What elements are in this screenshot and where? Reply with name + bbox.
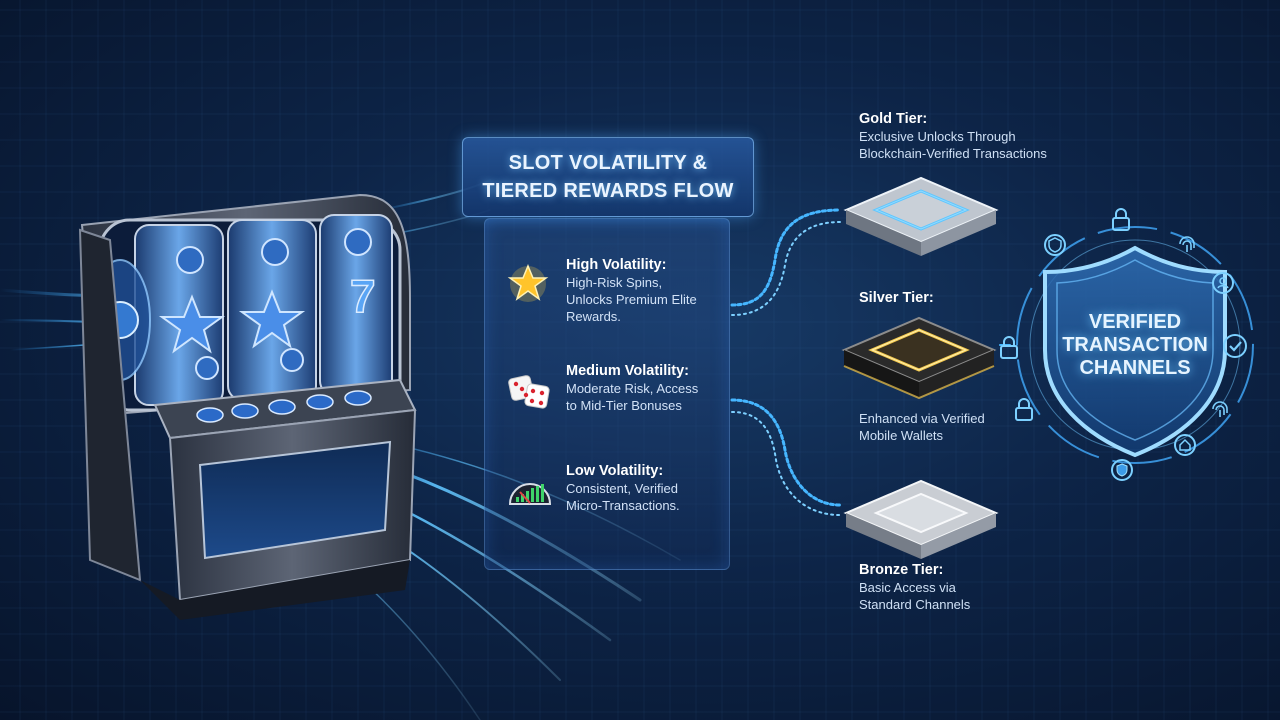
low-volatility-title: Low Volatility:: [566, 463, 664, 479]
gauge-icon: [508, 483, 552, 505]
bronze-tier-desc-1: Basic Access via: [859, 580, 956, 595]
bronze-tier-chip: [843, 479, 999, 559]
fingerprint-icon: [1212, 401, 1228, 417]
star-icon: [507, 264, 549, 302]
bronze-tier-title: Bronze Tier:: [859, 562, 944, 578]
shield-line-1: VERIFIED: [1088, 311, 1182, 333]
medium-volatility-title: Medium Volatility:: [566, 363, 689, 379]
dice-icon: [508, 375, 550, 409]
seven-symbol: 7: [350, 270, 376, 322]
silver-tier-label: Silver Tier:: [859, 289, 934, 307]
medium-volatility-desc-1: Moderate Risk, Access: [566, 381, 699, 396]
shield-label: VERIFIED TRANSACTION CHANNELS: [1046, 311, 1224, 380]
shield-line-2: TRANSACTION: [1062, 334, 1208, 356]
fingerprint-icon: [1179, 236, 1195, 252]
verified-shield: [1016, 226, 1254, 464]
lock-icon: [1112, 208, 1130, 231]
diagram-title: SLOT VOLATILITY & TIERED REWARDS FLOW: [462, 137, 754, 217]
gold-tier-chip: [843, 176, 999, 256]
high-volatility-title: High Volatility:: [566, 257, 667, 273]
slot-machine: 7: [78, 193, 417, 620]
lock-icon: [1015, 398, 1033, 421]
gold-tier-label: Gold Tier: Exclusive Unlocks Through Blo…: [859, 110, 1047, 162]
gold-tier-desc-2: Blockchain-Verified Transactions: [859, 146, 1047, 161]
gold-tier-desc-1: Exclusive Unlocks Through: [859, 129, 1016, 144]
shield-line-3: CHANNELS: [1079, 357, 1191, 379]
title-line-2: TIERED REWARDS FLOW: [482, 180, 734, 202]
silver-tier-desc: Enhanced via Verified Mobile Wallets: [859, 410, 985, 444]
lock-icon: [1000, 336, 1018, 359]
silver-tier-desc-1: Enhanced via Verified: [859, 411, 985, 426]
bronze-tier-desc-2: Standard Channels: [859, 597, 971, 612]
high-volatility-desc-1: High-Risk Spins,: [566, 275, 663, 290]
silver-tier-title: Silver Tier:: [859, 290, 934, 306]
low-volatility-desc-1: Consistent, Verified: [566, 481, 679, 496]
users-icon: [1212, 272, 1234, 294]
home-icon: [1174, 434, 1196, 456]
shield-check-icon: [1044, 234, 1066, 256]
silver-tier-chip: [841, 316, 997, 400]
low-volatility-desc-2: Micro-Transactions.: [566, 498, 680, 513]
high-volatility-desc-2: Unlocks Premium Elite: [566, 292, 697, 307]
silver-tier-desc-2: Mobile Wallets: [859, 428, 944, 443]
bronze-tier-label: Bronze Tier: Basic Access via Standard C…: [859, 561, 970, 613]
checkmark-icon: [1223, 334, 1247, 358]
high-volatility-desc-3: Rewards.: [566, 309, 621, 324]
shield-icon: [1111, 459, 1133, 481]
gold-tier-title: Gold Tier:: [859, 111, 928, 127]
title-line-1: SLOT VOLATILITY &: [508, 152, 708, 174]
medium-volatility-desc-2: to Mid-Tier Bonuses: [566, 398, 682, 413]
